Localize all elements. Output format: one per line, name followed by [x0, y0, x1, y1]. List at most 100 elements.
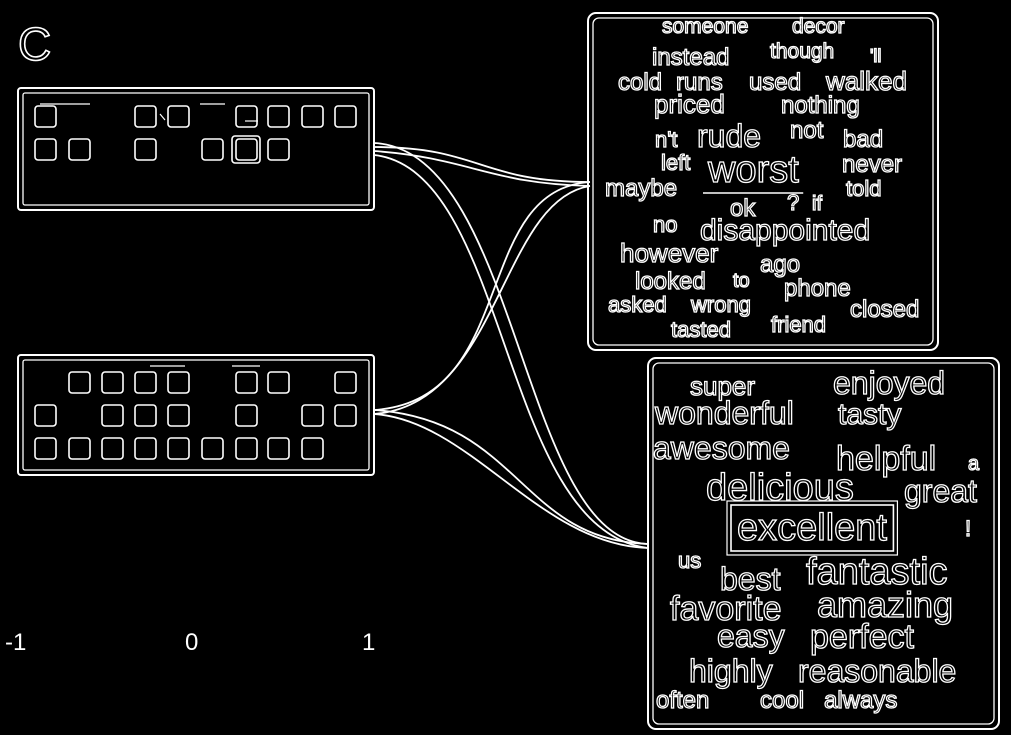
- word: nothing: [781, 92, 860, 119]
- word: delicious: [706, 467, 854, 509]
- tick-label: 1: [362, 629, 375, 656]
- word: instead: [652, 44, 729, 71]
- unit-array-bottom: [17, 354, 375, 476]
- word: easy: [717, 618, 785, 654]
- unit-cell: [301, 437, 324, 460]
- word: fantastic: [806, 551, 948, 593]
- word: !: [965, 516, 971, 541]
- unit-cell: [34, 404, 57, 427]
- unit-cell: [267, 138, 290, 161]
- unit-cell: [201, 437, 224, 460]
- unit-cell: [235, 105, 258, 128]
- word: to: [733, 270, 750, 292]
- word: asked: [608, 292, 667, 317]
- word: priced: [654, 89, 725, 119]
- unit-cell: [101, 404, 124, 427]
- panel-label: C: [18, 18, 51, 70]
- unit-cell: [267, 105, 290, 128]
- word-highlighted: worst: [707, 149, 799, 191]
- word: someone: [662, 15, 748, 38]
- unit-array-top: [17, 87, 375, 211]
- word: wonderful: [654, 395, 794, 431]
- word: rude: [697, 118, 761, 154]
- word: told: [846, 176, 881, 201]
- highlight-frame: [730, 504, 895, 552]
- word: maybe: [605, 175, 677, 202]
- unit-cell: [267, 371, 290, 394]
- word: ok: [730, 195, 756, 222]
- word: highly: [689, 653, 773, 689]
- word: decor: [792, 15, 845, 38]
- word: if: [812, 193, 822, 215]
- unit-mark: [159, 113, 166, 121]
- word: cool: [760, 687, 804, 714]
- word: friend: [771, 312, 826, 337]
- unit-cell: [34, 437, 57, 460]
- unit-cell: [334, 371, 357, 394]
- unit-cell: [134, 371, 157, 394]
- word: however: [620, 238, 719, 268]
- highlight-frame-outer: [726, 500, 899, 556]
- unit-cell: [134, 105, 157, 128]
- word: used: [749, 69, 801, 96]
- scale-axis: -1 0 1: [5, 629, 375, 656]
- word: closed: [850, 296, 919, 323]
- word: best: [720, 561, 781, 597]
- tick-label: -1: [5, 629, 26, 656]
- word: bad: [843, 126, 883, 153]
- word: reasonable: [798, 653, 956, 689]
- word: super: [690, 371, 755, 401]
- word: great: [904, 473, 977, 509]
- unit-cell: [201, 138, 224, 161]
- unit-cell: [134, 138, 157, 161]
- unit-cell: [235, 371, 258, 394]
- word: not: [790, 117, 824, 144]
- word: us: [678, 548, 701, 573]
- unit-cell: [267, 437, 290, 460]
- word: favorite: [670, 590, 782, 628]
- word: helpful: [836, 440, 936, 478]
- word: phone: [784, 275, 851, 302]
- unit-cell: [101, 437, 124, 460]
- word: though: [770, 40, 834, 63]
- unit-cell: [68, 371, 91, 394]
- word: tasty: [838, 398, 901, 431]
- unit-cell: [167, 404, 190, 427]
- word: enjoyed: [833, 365, 945, 401]
- unit-cell: [134, 404, 157, 427]
- word: a: [968, 453, 980, 475]
- word: often: [656, 687, 709, 714]
- unit-cell: [301, 404, 324, 427]
- unit-cell-highlighted: [231, 135, 261, 164]
- word: never: [842, 151, 902, 178]
- word: wrong: [690, 292, 751, 317]
- word-cloud-positive: super enjoyed wonderful tasty awesome helpful…: [647, 357, 1000, 730]
- word: ?: [787, 190, 799, 215]
- word: no: [653, 212, 677, 237]
- word: looked: [635, 268, 706, 295]
- word: disappointed: [700, 214, 870, 247]
- word: amazing: [817, 584, 953, 625]
- unit-cell: [167, 371, 190, 394]
- unit-cell: [301, 105, 324, 128]
- unit-cell: [134, 437, 157, 460]
- word: tasted: [671, 317, 731, 342]
- word: left: [661, 150, 690, 175]
- word: walked: [825, 66, 907, 96]
- unit-cell: [68, 437, 91, 460]
- unit-cell: [34, 105, 57, 128]
- word: cold: [618, 69, 662, 96]
- word: awesome: [653, 430, 790, 466]
- tick-label: 0: [185, 629, 198, 656]
- unit-cell: [334, 404, 357, 427]
- unit-cell: [235, 437, 258, 460]
- unit-cell: [235, 138, 258, 161]
- word: perfect: [810, 618, 914, 656]
- word: runs: [676, 69, 723, 96]
- connector-lines: [373, 142, 649, 549]
- word: n't: [655, 127, 678, 152]
- unit-cell: [235, 404, 258, 427]
